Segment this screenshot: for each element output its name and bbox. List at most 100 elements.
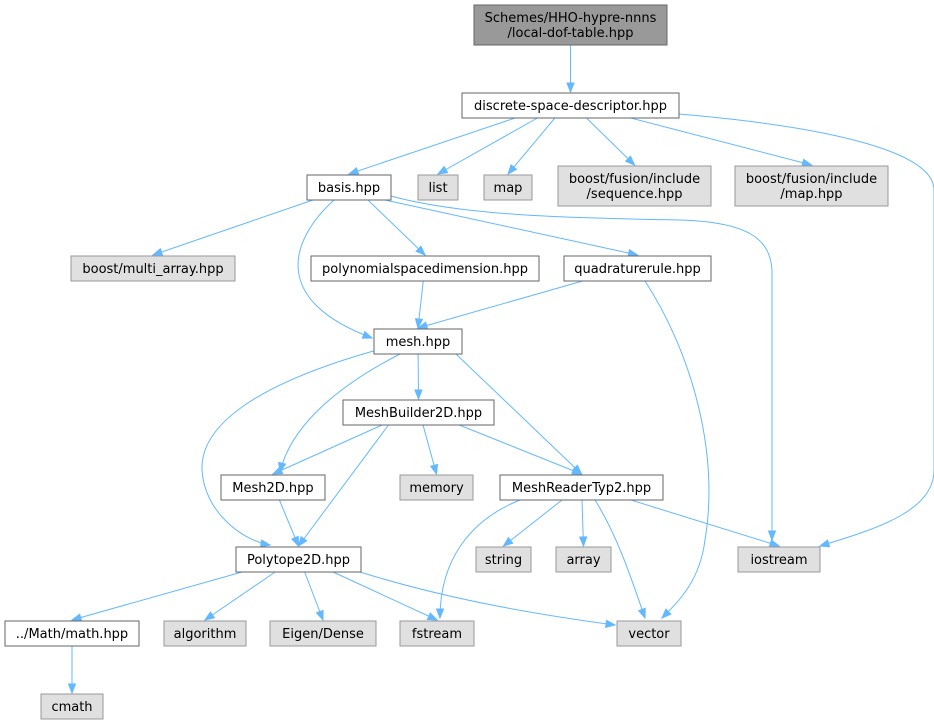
node-iostream: iostream — [737, 546, 821, 573]
node-m2d-box — [220, 474, 326, 501]
node-array-box — [555, 546, 612, 573]
edge-mesh-to-p2d-arrowhead — [259, 539, 272, 548]
node-mrt2[interactable]: MeshReaderTyp2.hpp — [499, 474, 664, 501]
node-algorithm-label: algorithm — [174, 627, 237, 642]
node-mb2d-label: MeshBuilder2D.hpp — [355, 406, 482, 421]
node-root-box — [473, 4, 668, 46]
node-list: list — [417, 174, 459, 201]
node-dsd-box — [461, 92, 680, 119]
node-array-label: array — [566, 553, 600, 568]
edge-mesh-to-p2d — [201, 349, 378, 546]
node-bfmap-box — [734, 165, 889, 207]
edge-qr-to-mesh — [417, 280, 583, 329]
edge-mrt2-to-array-arrowhead — [578, 536, 588, 548]
node-bfmap: boost/fusion/include/map.hpp — [734, 165, 889, 207]
edge-p2d-to-eigen-arrowhead — [315, 609, 324, 622]
node-bfmap-label: boost/fusion/include — [746, 172, 877, 187]
node-math-label: ../Math/math.hpp — [16, 627, 128, 642]
node-vector-label: vector — [628, 627, 670, 642]
node-eigen-label: Eigen/Dense — [282, 627, 364, 642]
node-math-box — [4, 620, 140, 647]
edge-basis-to-qr — [384, 199, 638, 256]
edge-dsd-to-bfseq-arrowhead — [624, 155, 636, 166]
node-eigen: Eigen/Dense — [269, 620, 377, 647]
edge-basis-to-bma — [152, 199, 314, 256]
node-qr-box — [563, 255, 712, 282]
edge-mrt2-to-iostream-arrowhead — [768, 539, 781, 548]
node-array: array — [555, 546, 612, 573]
node-cmath-box — [40, 693, 104, 720]
edge-dsd-to-iostream — [678, 113, 934, 547]
edge-math-to-cmath-arrowhead — [67, 683, 77, 695]
node-basis-label: basis.hpp — [318, 181, 380, 196]
node-bma-box — [70, 255, 236, 282]
edge-p2d-to-fstream — [332, 571, 438, 621]
node-memory-label: memory — [409, 481, 464, 496]
edge-p2d-to-fstream-arrowhead — [426, 612, 439, 621]
node-map: map — [483, 174, 533, 201]
node-bfseq: boost/fusion/include/sequence.hpp — [557, 165, 712, 207]
node-vector-box — [616, 620, 682, 647]
edge-mesh-to-mrt2 — [455, 353, 582, 475]
node-root-label: Schemes/HHO-hypre-nnns — [485, 11, 657, 26]
edge-dsd-to-list — [437, 117, 538, 175]
edge-mb2d-to-p2d-arrowhead — [297, 535, 308, 548]
node-cmath: cmath — [40, 693, 104, 720]
node-qr[interactable]: quadraturerule.hpp — [563, 255, 712, 282]
node-memory-box — [399, 474, 474, 501]
node-p2d-box — [235, 546, 362, 573]
node-mesh-box — [373, 328, 463, 355]
node-mb2d[interactable]: MeshBuilder2D.hpp — [342, 399, 495, 426]
node-mesh-label: mesh.hpp — [386, 335, 451, 350]
edges-layer — [67, 45, 934, 695]
node-psd[interactable]: polynomialspacedimension.hpp — [310, 255, 540, 282]
edge-mesh-to-mb2d-arrowhead — [414, 389, 423, 401]
edge-basis-to-iostream — [390, 195, 773, 540]
edge-basis-to-iostream-arrowhead — [767, 530, 777, 542]
edge-qr-to-mesh-arrowhead — [416, 321, 429, 330]
edge-qr-to-vector — [644, 280, 710, 619]
node-basis-box — [306, 174, 392, 201]
edge-mb2d-to-p2d — [298, 424, 389, 547]
node-string: string — [475, 546, 532, 573]
edge-mrt2-to-string-arrowhead — [502, 536, 514, 547]
node-bfseq-label: /sequence.hpp — [587, 187, 683, 202]
edge-basis-to-mesh-arrowhead — [361, 330, 374, 339]
edge-dsd-to-map — [507, 117, 556, 175]
node-memory: memory — [399, 474, 474, 501]
edge-dsd-to-bfmap — [630, 117, 812, 166]
node-p2d[interactable]: Polytope2D.hpp — [235, 546, 362, 573]
edge-mrt2-to-fstream-arrowhead — [435, 608, 445, 620]
edge-basis-to-psd — [367, 199, 426, 256]
node-dsd[interactable]: discrete-space-descriptor.hpp — [461, 92, 680, 119]
node-mesh[interactable]: mesh.hpp — [373, 328, 463, 355]
edge-p2d-to-vector-arrowhead — [605, 619, 617, 628]
edge-dsd-to-iostream-arrowhead — [818, 539, 831, 548]
node-list-box — [417, 174, 459, 201]
node-basis[interactable]: basis.hpp — [306, 174, 392, 201]
edge-mb2d-to-mrt2-arrowhead — [571, 466, 583, 475]
node-mb2d-box — [342, 399, 495, 426]
node-string-label: string — [485, 553, 522, 568]
node-list-label: list — [428, 181, 447, 196]
node-algorithm: algorithm — [163, 620, 247, 647]
node-fstream: fstream — [399, 620, 475, 647]
edge-dsd-to-basis-arrowhead — [347, 166, 360, 175]
node-m2d[interactable]: Mesh2D.hpp — [220, 474, 326, 501]
edge-mrt2-to-fstream — [439, 499, 521, 619]
edge-mb2d-to-mrt2 — [459, 424, 582, 475]
edge-basis-to-qr-arrowhead — [627, 248, 639, 258]
edge-qr-to-vector-arrowhead — [661, 608, 672, 619]
node-math[interactable]: ../Math/math.hpp — [4, 620, 140, 647]
edge-m2d-to-p2d-arrowhead — [290, 535, 300, 548]
node-p2d-label: Polytope2D.hpp — [247, 553, 350, 568]
node-iostream-label: iostream — [750, 553, 807, 568]
edge-basis-to-bma-arrowhead — [151, 247, 164, 256]
node-eigen-box — [269, 620, 377, 647]
node-psd-label: polynomialspacedimension.hpp — [322, 262, 528, 277]
edge-p2d-to-algorithm — [204, 571, 276, 621]
node-vector: vector — [616, 620, 682, 647]
node-mrt2-label: MeshReaderTyp2.hpp — [512, 481, 651, 496]
edge-mrt2-to-string — [503, 499, 563, 547]
